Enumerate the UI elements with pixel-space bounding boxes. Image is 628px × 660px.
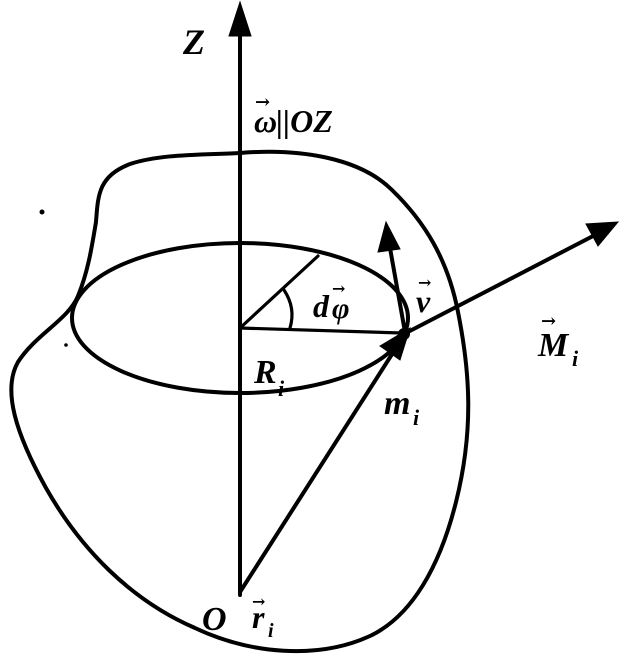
label-omega: ω (254, 103, 277, 139)
label-position-arrow: → (252, 592, 265, 611)
radius-line-ri (238, 326, 404, 335)
label-mi-vector-arrow: → (541, 311, 556, 332)
angular-momentum-arrowhead (585, 221, 620, 247)
label-position-sub: i (268, 620, 274, 642)
label-v: v (416, 283, 431, 319)
velocity-vector (388, 246, 407, 334)
label-angular-momentum: M (537, 327, 570, 364)
angular-momentum-vector (402, 233, 597, 336)
label-angular-momentum-sub: i (572, 346, 579, 371)
position-vector-ri (238, 346, 398, 594)
label-dphi-phi: φ (332, 292, 350, 325)
stray-dot (64, 343, 68, 347)
label-radius: R (253, 354, 277, 391)
body-outline (9, 149, 471, 654)
label-position: r (252, 599, 265, 635)
z-axis-arrowhead (228, 0, 252, 37)
label-origin: O (202, 601, 227, 638)
radius-line-upper (238, 254, 320, 330)
stray-dot (39, 209, 45, 215)
label-mass-sub: i (413, 405, 420, 430)
label-mass: m (384, 385, 410, 422)
label-dphi-d: d (313, 288, 330, 324)
label-dphi-arrow: → (332, 279, 345, 298)
label-omega-arrow: → (255, 92, 270, 113)
label-z-axis: Z (182, 22, 205, 62)
label-omega-parallel-oz: ||OZ (276, 103, 333, 139)
label-v-arrow: → (418, 273, 431, 292)
particle-mi (398, 328, 410, 340)
velocity-arrowhead (377, 220, 401, 253)
label-radius-sub: i (278, 376, 285, 401)
angle-arc (282, 288, 294, 330)
